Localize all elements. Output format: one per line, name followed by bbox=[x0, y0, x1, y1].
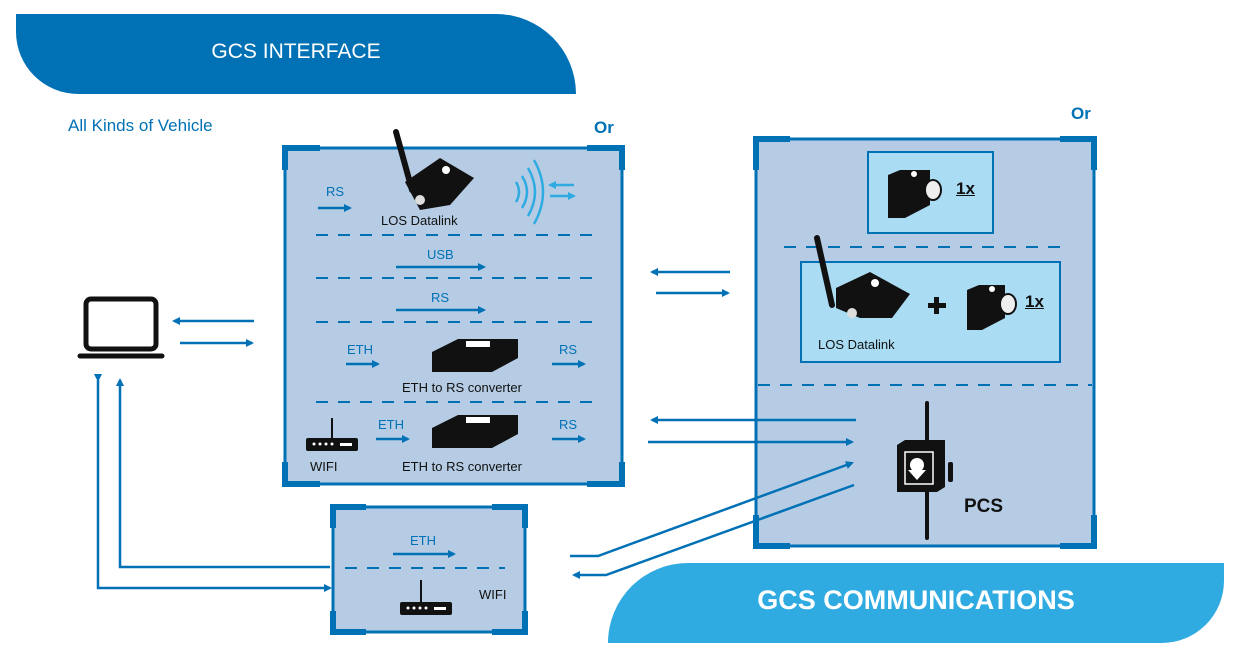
pcs-label: PCS bbox=[964, 496, 1004, 517]
radio-waves-icon bbox=[514, 159, 545, 225]
pcs-to-wifi-arrow bbox=[572, 483, 855, 579]
right-or-label: Or bbox=[1071, 104, 1091, 123]
row5-source-label: WIFI bbox=[310, 459, 338, 474]
row5-input-label: ETH bbox=[378, 417, 404, 432]
option-b-count: 1x bbox=[1025, 292, 1044, 311]
wifi-panel-eth-label: ETH bbox=[410, 533, 436, 548]
antenna-tracker-icon bbox=[967, 285, 1017, 330]
row5-output-label: RS bbox=[559, 417, 578, 432]
los-datalink-icon bbox=[814, 235, 910, 318]
row1-device-label: LOS Datalink bbox=[381, 213, 458, 228]
los-datalink-icon bbox=[393, 129, 474, 210]
row4-output-label: RS bbox=[559, 342, 578, 357]
option-b-box bbox=[800, 261, 1061, 363]
vehicle-subtitle: All Kinds of Vehicle bbox=[68, 116, 213, 135]
left-options-panel bbox=[282, 145, 625, 487]
option-a-count: 1x bbox=[956, 179, 975, 198]
gcs-interface-title: GCS INTERFACE bbox=[211, 40, 381, 63]
laptop-icon bbox=[77, 296, 165, 359]
left-or-label: Or bbox=[594, 118, 614, 137]
row5-device-label: ETH to RS converter bbox=[402, 459, 522, 474]
row1-input-label: RS bbox=[326, 184, 345, 199]
row4-device-label: ETH to RS converter bbox=[402, 380, 522, 395]
converter-icon bbox=[432, 339, 518, 372]
gcs-interface-banner: GCS INTERFACE bbox=[16, 14, 576, 94]
option-b-device-label: LOS Datalink bbox=[818, 337, 895, 352]
gcs-communications-banner: GCS COMMUNICATIONS bbox=[608, 563, 1224, 643]
plus-icon bbox=[928, 297, 946, 314]
antenna-tracker-icon bbox=[888, 170, 942, 218]
row2-input-label: USB bbox=[427, 247, 454, 262]
wifi-panel-wifi-label: WIFI bbox=[479, 587, 507, 602]
laptop-to-wifi-connector bbox=[94, 374, 332, 592]
converter-icon bbox=[432, 415, 518, 448]
wifi-to-pcs-arrow bbox=[570, 461, 854, 558]
gcs-communications-title: GCS COMMUNICATIONS bbox=[757, 585, 1075, 615]
row4-input-label: ETH bbox=[347, 342, 373, 357]
router-icon bbox=[400, 580, 452, 615]
pcs-icon bbox=[897, 401, 953, 540]
row3-input-label: RS bbox=[431, 290, 450, 305]
